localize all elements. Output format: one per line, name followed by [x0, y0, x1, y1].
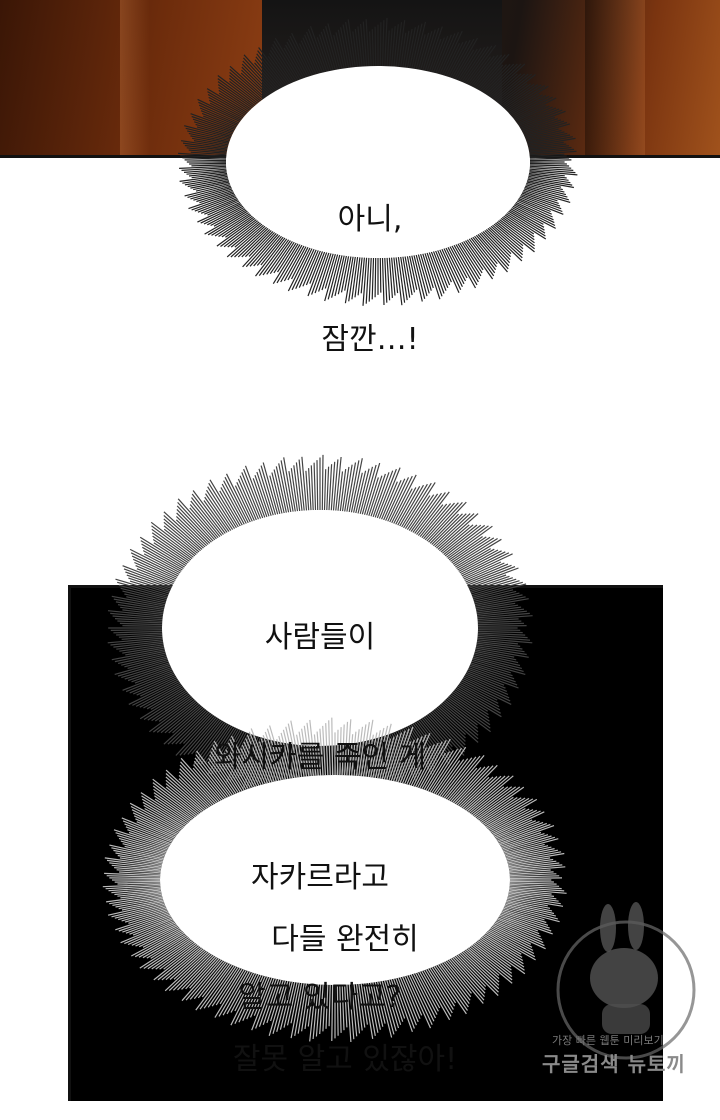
bubble-bottom-text: 다들 완전히 잘못 알고 있잖아! [195, 840, 495, 1120]
bubble-line: 잠깐…! [321, 322, 419, 357]
bubble-spikes [178, 17, 578, 306]
spiky-bubble-bottom [102, 717, 567, 1043]
background-pillar [120, 0, 150, 155]
bubble-body [162, 510, 478, 746]
watermark-caption: 가장 빠른 웹툰 미리보기 [552, 1034, 664, 1047]
bubble-line: 와시카를 죽인 게 [213, 740, 427, 775]
bubble-line: 자카르라고 [251, 860, 389, 895]
bubble-body [226, 66, 530, 258]
bubble-body [160, 775, 510, 985]
bubble-spikes [102, 717, 567, 1043]
bubble-line: 알고 있다고? [238, 980, 402, 1015]
watermark-site-name: 구글검색 뉴토끼 [542, 1052, 686, 1076]
bubble-top-text: 아니, 잠깐…! [290, 120, 450, 400]
bubble-line: 사람들이 [264, 620, 376, 655]
background-pillar [585, 0, 645, 155]
bubble-line: 잘못 알고 있잖아! [232, 1042, 458, 1077]
bubble-line: 다들 완전히 [271, 922, 419, 957]
watermark-logo-icon [556, 902, 696, 1060]
bubble-middle-text: 사람들이 와시카를 죽인 게 자카르라고 알고 있다고? [170, 538, 470, 1058]
bubble-line: 아니, [337, 202, 403, 237]
spiky-bubble-top [178, 17, 578, 306]
